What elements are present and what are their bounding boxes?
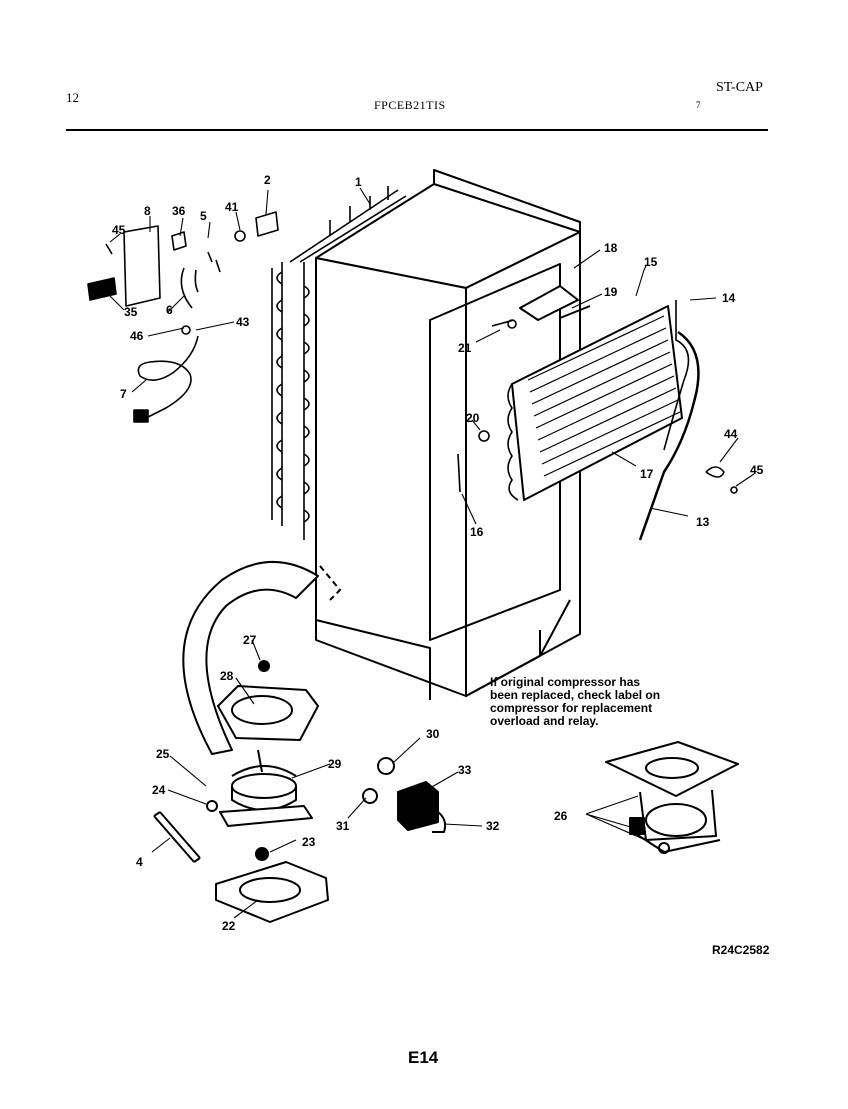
callout-13: 13 [696, 515, 710, 529]
note-line-4: overload and relay. [490, 714, 599, 728]
model-number: FPCEB21TIS [374, 98, 446, 112]
callout-19: 19 [604, 285, 618, 299]
callout-45-left: 45 [112, 223, 126, 237]
compressor-assembly [153, 660, 329, 923]
callout-24: 24 [152, 783, 166, 797]
callout-6: 6 [166, 303, 173, 317]
callout-15: 15 [644, 255, 658, 269]
callout-4: 4 [136, 855, 143, 869]
small-parts [457, 319, 738, 494]
callout-1: 1 [355, 175, 362, 189]
callout-14: 14 [722, 291, 736, 305]
page-code: E14 [408, 1048, 439, 1067]
leader-lines [109, 187, 755, 919]
relay-overload [362, 757, 447, 833]
callout-33: 33 [458, 763, 472, 777]
direction-arrow [182, 560, 341, 755]
callout-25: 25 [156, 747, 170, 761]
callout-31: 31 [336, 819, 350, 833]
variant-label: ST-CAP [716, 80, 763, 95]
compressor-note: If original compressor has been replaced… [490, 676, 720, 728]
callout-29: 29 [328, 757, 342, 771]
callout-30: 30 [426, 727, 440, 741]
note-line-1: If original compressor has [490, 675, 641, 689]
cabinet [315, 169, 581, 700]
note-line-2: been replaced, check label on [490, 688, 661, 702]
callout-27: 27 [243, 633, 257, 647]
callout-43: 43 [236, 315, 250, 329]
callout-35: 35 [124, 305, 138, 319]
callout-32: 32 [486, 819, 500, 833]
callout-28-main: 28 [220, 669, 234, 683]
callout-22: 22 [222, 919, 236, 933]
callout-8: 8 [144, 204, 151, 218]
callout-7: 7 [120, 387, 127, 401]
callout-45-right: 45 [750, 463, 764, 477]
callout-18: 18 [604, 241, 618, 255]
callout-26-detail: 26 [554, 809, 568, 823]
callout-41: 41 [225, 200, 239, 214]
callout-23: 23 [302, 835, 316, 849]
callout-20: 20 [466, 411, 480, 425]
header-rule [66, 129, 768, 131]
page-number: 12 [66, 90, 79, 105]
callout-5: 5 [200, 209, 207, 223]
condenser-coil [271, 186, 407, 540]
note-line-3: compressor for replacement [490, 701, 653, 715]
reference-code: R24C2582 [712, 943, 770, 957]
callout-21: 21 [458, 341, 472, 355]
header-mark: 7 [696, 100, 701, 110]
callout-16: 16 [470, 525, 484, 539]
callout-2: 2 [264, 173, 271, 187]
callout-36: 36 [172, 204, 186, 218]
callout-17: 17 [640, 467, 654, 481]
electrical-parts [87, 211, 279, 423]
callout-44: 44 [724, 427, 738, 441]
replacement-compressor [605, 741, 739, 854]
evaporator [507, 285, 700, 541]
callout-46: 46 [130, 329, 144, 343]
callout-labels: 1 2 41 5 36 8 45 35 6 46 43 7 18 15 19 1… [112, 173, 764, 933]
